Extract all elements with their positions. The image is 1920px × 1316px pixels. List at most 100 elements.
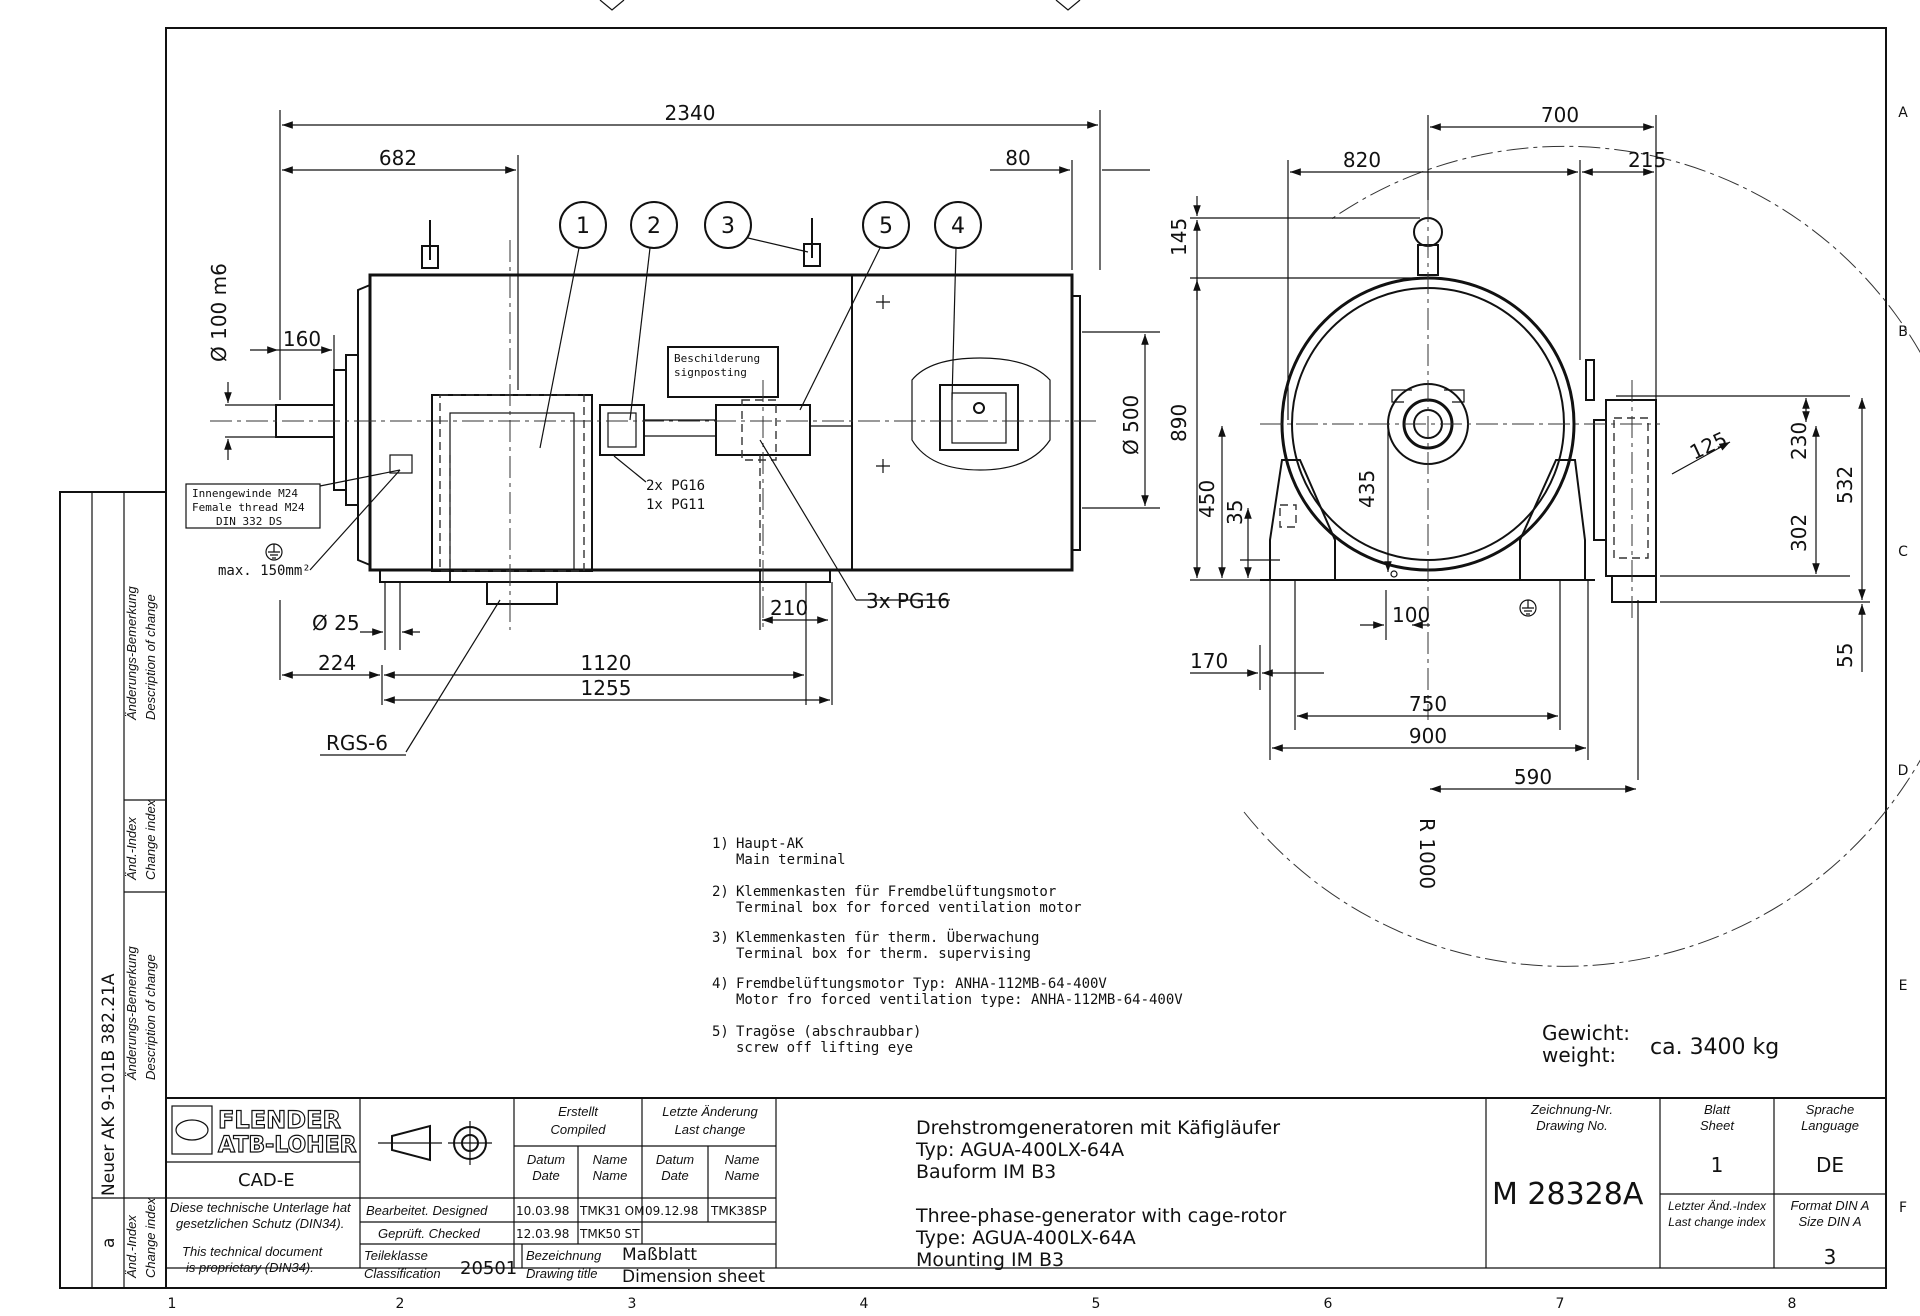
zone-col-7: 7: [1556, 1296, 1565, 1312]
compiled-en: Compiled: [551, 1122, 607, 1137]
compiled-de: Erstellt: [558, 1104, 599, 1119]
legend-5-en: screw off lifting eye: [736, 1040, 913, 1056]
dim-80: 80: [1005, 146, 1030, 170]
legend-1-en: Main terminal: [736, 852, 846, 868]
drawing-no-en: Drawing No.: [1536, 1118, 1608, 1133]
dim-435: 435: [1355, 470, 1379, 508]
dim-230: 230: [1787, 422, 1811, 460]
desc-1: Drehstromgeneratoren mit Käfigläufer: [916, 1117, 1280, 1139]
zone-row-E: E: [1899, 978, 1908, 994]
side-view-dimensions: 2340 682 80 160 Ø 100 m6 Ø 500 Ø 25: [207, 101, 1160, 705]
sheet-border: [165, 0, 1887, 1289]
side-view-notes: Innengewinde M24 Female thread M24 DIN 3…: [185, 439, 950, 756]
revision-desc-de: Änderungs-Bemerkung: [124, 586, 139, 721]
zone-col-2: 2: [396, 1296, 405, 1312]
dim-170: 170: [1190, 649, 1228, 673]
pg-left-2: 1x PG11: [646, 497, 705, 513]
side-view: Beschilderung signposting: [210, 218, 1100, 630]
projection-symbol-icon: [378, 1121, 492, 1165]
legal-3: This technical document: [182, 1244, 324, 1259]
dim-55: 55: [1833, 643, 1857, 668]
revision-index-en: Change index: [143, 799, 158, 880]
weight-value: ca. 3400 kg: [1650, 1035, 1779, 1060]
name-en-2: Name: [725, 1168, 760, 1183]
classification-de: Teileklasse: [364, 1248, 428, 1263]
legal-2: gesetzlichen Schutz (DIN34).: [176, 1216, 344, 1231]
last-index-en: Last change index: [1668, 1215, 1766, 1229]
revision-entry-index: a: [99, 1238, 119, 1248]
language-en: Language: [1801, 1118, 1859, 1133]
classification-value: 20501: [460, 1258, 517, 1279]
zone-col-8: 8: [1788, 1296, 1797, 1312]
checked-name: TMK50 ST: [579, 1227, 640, 1241]
language-value: DE: [1816, 1153, 1844, 1177]
callout-5: 3: [721, 214, 735, 239]
sheet-de: Blatt: [1704, 1102, 1731, 1117]
zone-col-6: 6: [1324, 1296, 1333, 1312]
side-view-callouts: 1 2 3 5 4: [539, 201, 982, 449]
legend-3-de: Klemmenkasten für therm. Überwachung: [736, 928, 1039, 946]
designed-name: TMK31 OM: [579, 1204, 644, 1218]
earth-note: max. 150mm²: [218, 563, 311, 579]
designed-label: Bearbeitet. Designed: [366, 1203, 488, 1218]
zone-col-labels: 1 2 3 4 5 6 7 8: [168, 1296, 1797, 1312]
legend-3-en: Terminal box for therm. supervising: [736, 946, 1031, 962]
thread-note-din: DIN 332 DS: [216, 515, 282, 528]
designed-date: 10.03.98: [516, 1204, 569, 1218]
thread-note-en: Female thread M24: [192, 501, 305, 514]
callout-1: 1: [576, 214, 590, 239]
zone-row-C: C: [1898, 544, 1908, 560]
format-value: 3: [1824, 1245, 1837, 1269]
zone-row-labels: A B C D E F: [1898, 105, 1909, 1216]
legend-1-num: 1): [712, 836, 729, 852]
signposting-en: signposting: [674, 366, 747, 379]
desc-5: Type: AGUA-400LX-64A: [915, 1227, 1136, 1249]
last-change-date: 09.12.98: [645, 1204, 698, 1218]
rgs-note: RGS-6: [326, 731, 388, 755]
callout-3: 5: [879, 214, 893, 239]
desc-4: Three-phase-generator with cage-rotor: [915, 1205, 1286, 1227]
end-view: [1243, 145, 1920, 967]
zone-row-B: B: [1898, 324, 1908, 340]
date-en-2: Date: [661, 1168, 688, 1183]
zone-row-A: A: [1898, 105, 1908, 121]
revision-strip: Änderungs-Bemerkung Description of chang…: [59, 491, 167, 1289]
dim-215: 215: [1628, 148, 1666, 172]
desc-2: Typ: AGUA-400LX-64A: [915, 1139, 1124, 1161]
revision-index-de-2: Änd.-Index: [124, 1215, 139, 1279]
date-en-1: Date: [532, 1168, 559, 1183]
pg-left-1: 2x PG16: [646, 478, 705, 494]
sheet-en: Sheet: [1700, 1118, 1735, 1133]
dim-shaft-dia: Ø 100 m6: [207, 263, 231, 362]
legend-5-de: Tragöse (abschraubbar): [736, 1024, 921, 1040]
zone-markers: A B C D E F 1 2 3 4 5 6 7 8: [168, 105, 1909, 1312]
title-block: FLENDER ATB-LOHER CAD-E Diese technische…: [165, 1097, 1887, 1289]
callout-4: 4: [951, 214, 965, 239]
dim-145: 145: [1167, 218, 1191, 256]
zone-col-5: 5: [1092, 1296, 1101, 1312]
dim-210: 210: [770, 596, 808, 620]
zone-col-3: 3: [628, 1296, 637, 1312]
revision-desc-de-2: Änderungs-Bemerkung: [124, 946, 139, 1081]
legend-2-de: Klemmenkasten für Fremdbelüftungsmotor: [736, 884, 1056, 900]
revision-index-de: Änd.-Index: [124, 817, 139, 881]
zone-col-4: 4: [860, 1296, 869, 1312]
weight-label-de: Gewicht:: [1542, 1021, 1630, 1045]
classification-en: Classification: [364, 1266, 441, 1281]
dim-224: 224: [318, 651, 356, 675]
legend-4-num: 4): [712, 976, 729, 992]
sheet-value: 1: [1711, 1153, 1724, 1177]
drawing-no-de: Zeichnung-Nr.: [1530, 1102, 1613, 1117]
weight-block: Gewicht: weight: ca. 3400 kg: [1542, 1021, 1779, 1067]
legend-2-num: 2): [712, 884, 729, 900]
last-change-name: TMK38SP: [710, 1204, 767, 1218]
cad-label: CAD-E: [238, 1170, 295, 1191]
legend-4-de: Fremdbelüftungsmotor Typ: ANHA-112MB-64-…: [736, 976, 1107, 992]
company-logo-icon: [171, 1105, 213, 1155]
dim-532: 532: [1833, 466, 1857, 504]
end-view-dimensions: 820 700 215 145 890 450 35 435 100: [1167, 103, 1870, 889]
pg-right: 3x PG16: [866, 589, 950, 613]
signposting-de: Beschilderung: [674, 352, 760, 365]
date-de-2: Datum: [656, 1152, 694, 1167]
